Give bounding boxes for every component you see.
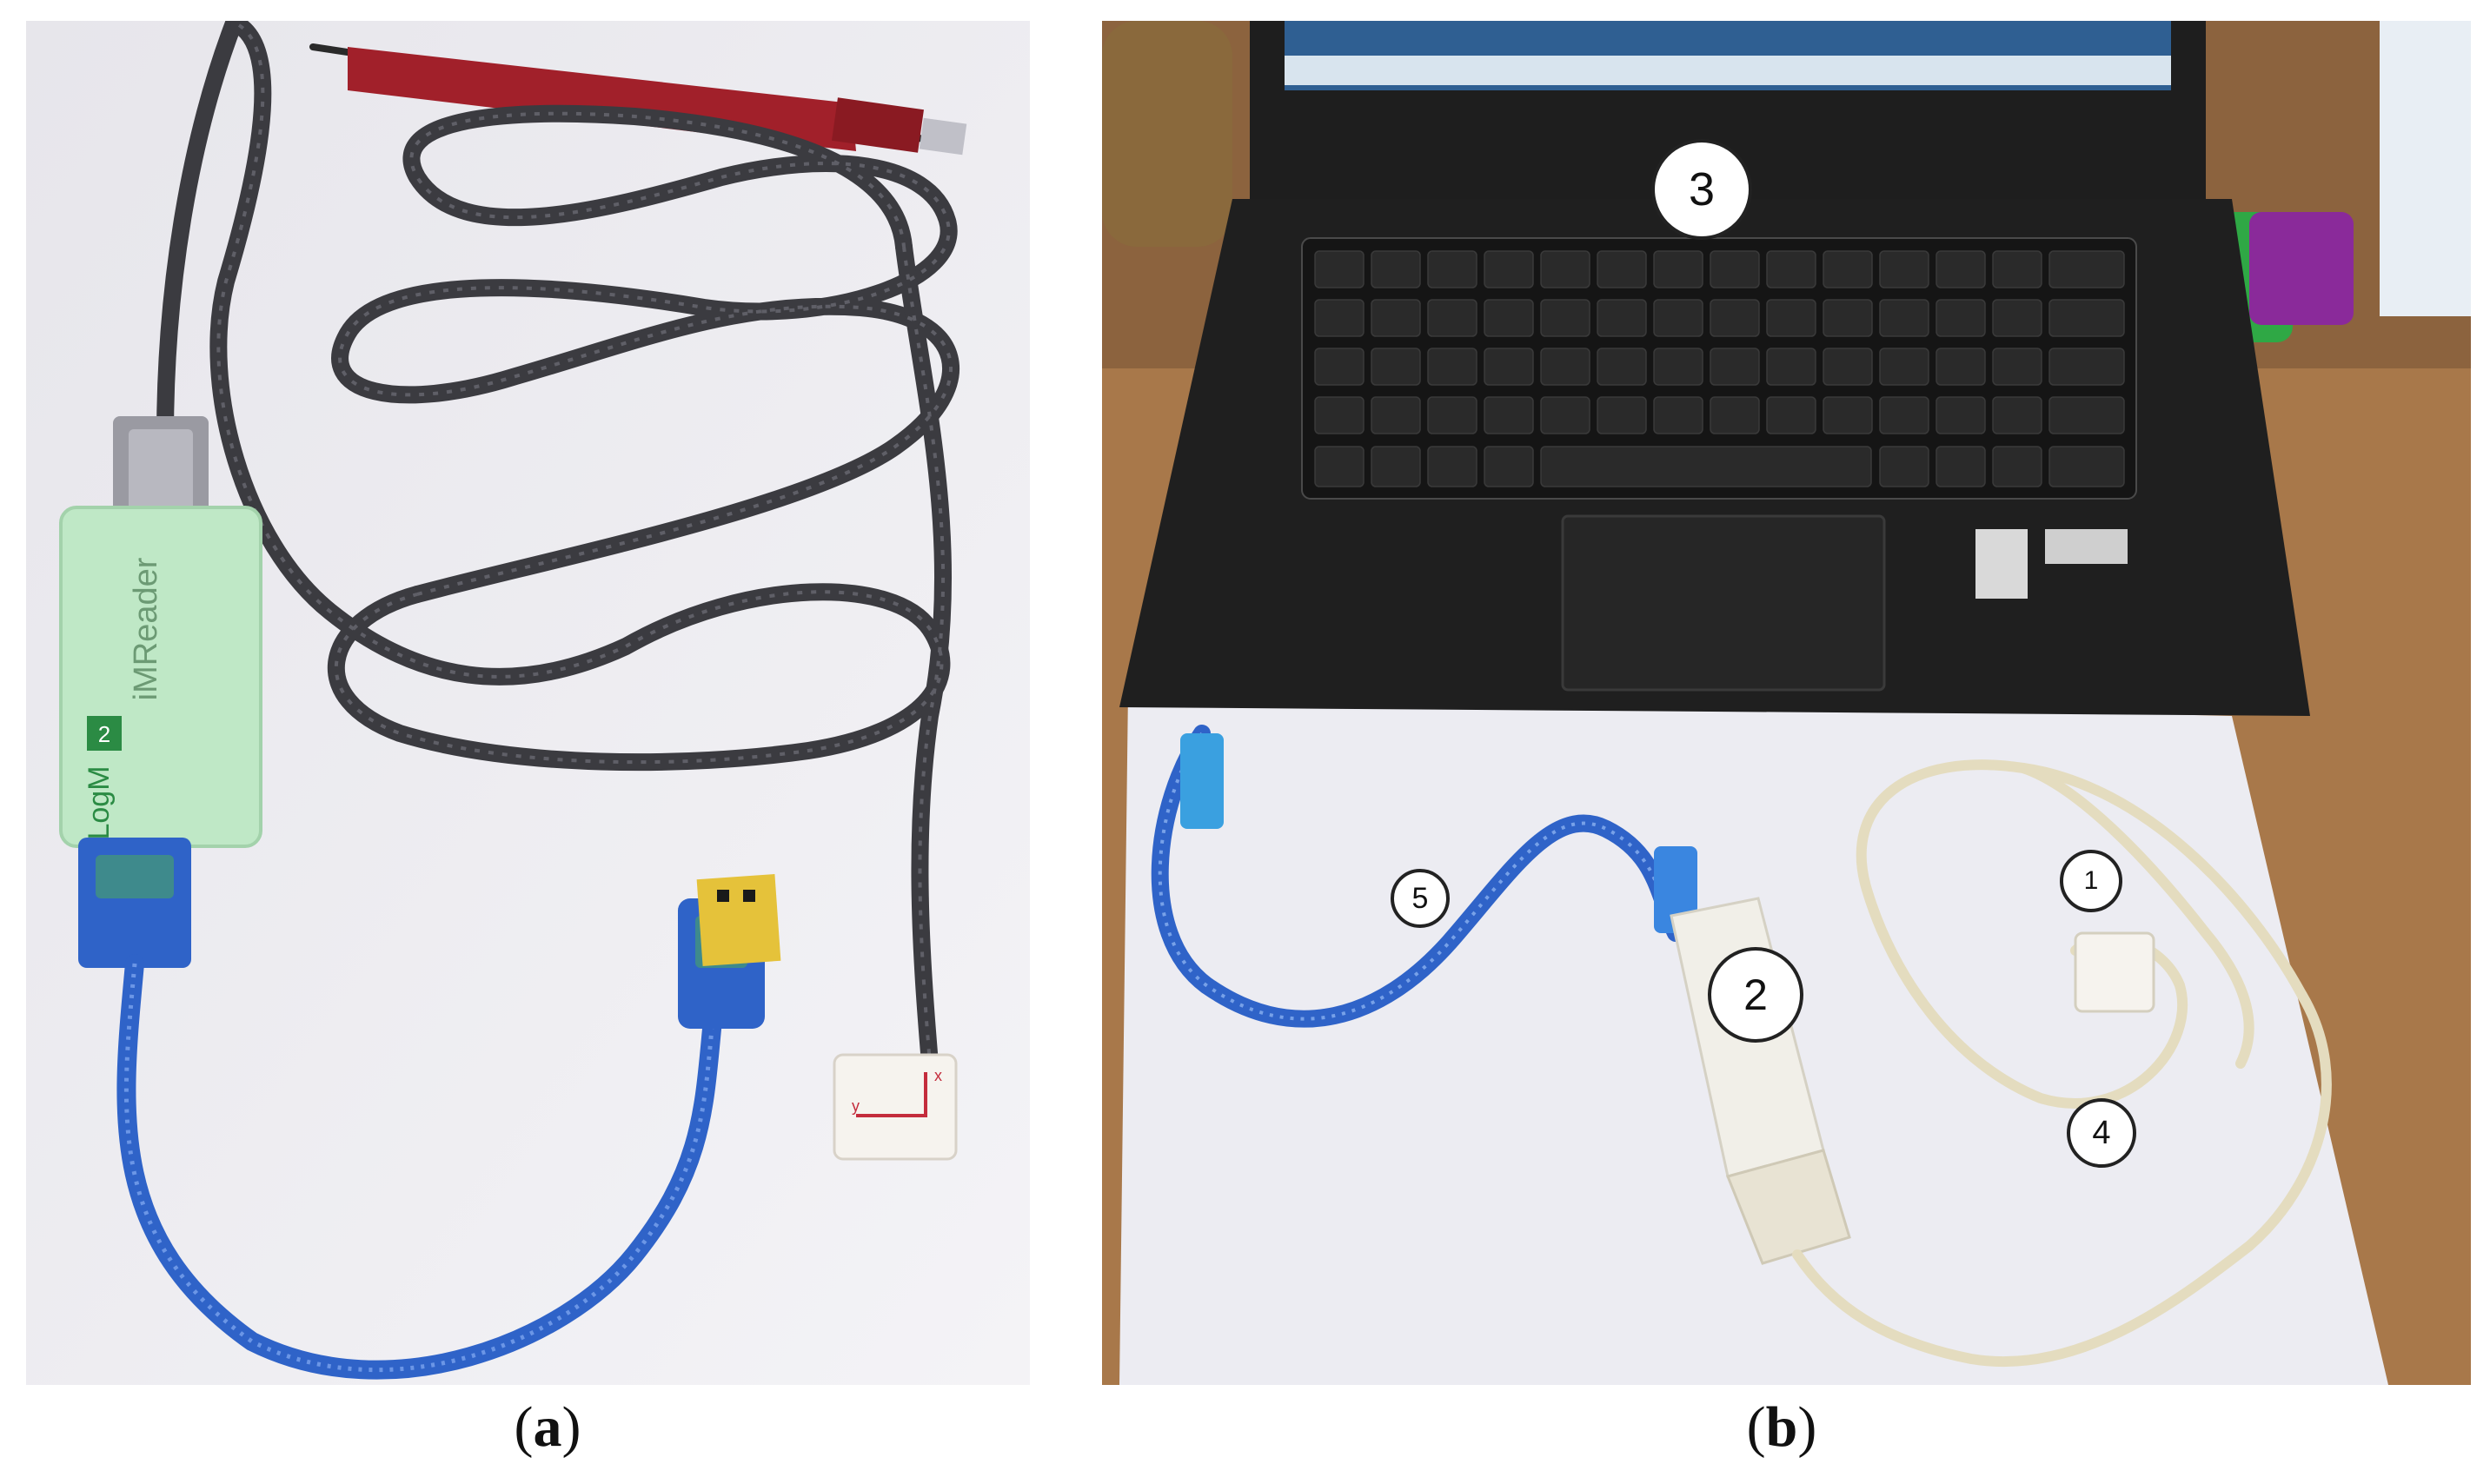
callout-2: 2 [1708,947,1803,1043]
svg-text:x: x [934,1067,942,1084]
svg-text:y: y [852,1097,860,1115]
photo-panel-a: iMReader 2 LogM x y [26,21,1030,1385]
photo-panel-b [1102,21,2471,1385]
caption-a-letter: a [533,1395,562,1459]
reader-brand-sup: 2 [98,721,110,747]
reader-brand-label: LogM [83,765,116,839]
reader-name-label: iMReader [128,557,164,700]
caption-a: (a) [514,1395,581,1459]
callout-5: 5 [1391,869,1450,928]
callout-4: 4 [2067,1098,2136,1168]
caption-b: (b) [1746,1395,1817,1459]
callout-1: 1 [2060,850,2122,912]
callout-3: 3 [1651,139,1752,240]
caption-b-letter: b [1765,1395,1798,1459]
